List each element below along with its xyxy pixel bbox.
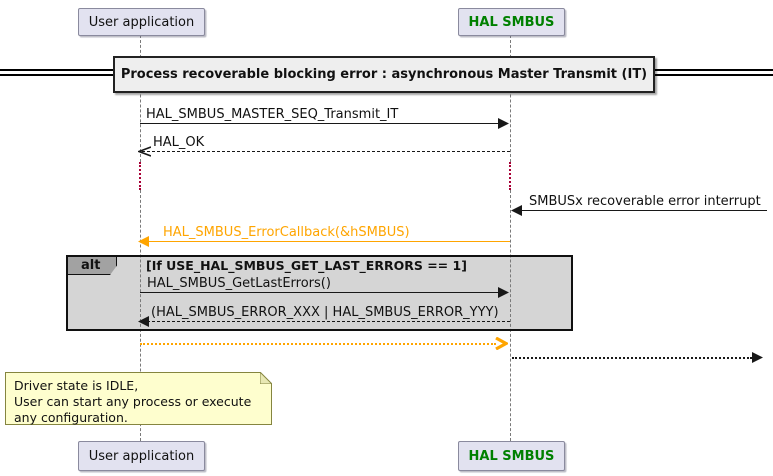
message-errors-return-line xyxy=(142,321,510,322)
message-interrupt-line xyxy=(514,210,767,211)
note-driver-state: Driver state is IDLE, User can start any… xyxy=(5,372,272,425)
message-dotted-out-line xyxy=(512,357,752,359)
participant-bottom-hal-smbus: HAL SMBUS xyxy=(458,441,565,471)
lifeline-user-application xyxy=(140,190,141,441)
note-fold-icon xyxy=(260,372,272,384)
arrowhead-right-icon xyxy=(752,352,763,363)
participant-label: HAL SMBUS xyxy=(468,448,555,464)
message-transmit-line xyxy=(140,123,506,124)
message-error-callback-label: HAL_SMBUS_ErrorCallback(&hSMBUS) xyxy=(163,225,410,240)
message-transmit-label: HAL_SMBUS_MASTER_SEQ_Transmit_IT xyxy=(146,107,399,122)
message-orange-return-line xyxy=(140,343,496,345)
message-hal-ok-label: HAL_OK xyxy=(153,135,205,150)
lifeline-hal-smbus xyxy=(510,35,511,162)
arrowhead-left-icon xyxy=(511,205,522,216)
arrowhead-left-orange-icon xyxy=(138,236,149,247)
lifeline-user-application xyxy=(140,35,141,162)
message-errors-return-label: (HAL_SMBUS_ERROR_XXX | HAL_SMBUS_ERROR_Y… xyxy=(151,305,499,320)
participant-label: User application xyxy=(88,14,195,30)
alt-condition-label: [If USE_HAL_SMBUS_GET_LAST_ERRORS == 1] xyxy=(146,258,467,273)
arrowhead-right-icon xyxy=(498,287,509,298)
note-line: any configuration. xyxy=(14,410,128,425)
message-interrupt-label: SMBUSx recoverable error interrupt xyxy=(529,194,761,209)
participant-bottom-user-application: User application xyxy=(78,441,205,471)
message-get-last-errors-label: HAL_SMBUS_GetLastErrors() xyxy=(147,276,331,291)
diagram-title: Process recoverable blocking error : asy… xyxy=(113,56,655,93)
message-get-last-errors-line xyxy=(140,292,506,293)
message-error-callback-line xyxy=(142,241,510,242)
arrowhead-right-orange-chevron-icon xyxy=(495,337,508,350)
diagram-title-text: Process recoverable blocking error : asy… xyxy=(120,67,648,82)
participant-label: HAL SMBUS xyxy=(468,14,555,30)
alt-frame-border xyxy=(66,255,573,331)
lifeline-user-application-delay xyxy=(139,162,141,190)
lifeline-hal-smbus xyxy=(510,190,511,441)
participant-top-user-application: User application xyxy=(78,8,205,36)
alt-operator-text: alt xyxy=(81,258,101,273)
participant-top-hal-smbus: HAL SMBUS xyxy=(458,8,565,36)
arrowhead-right-icon xyxy=(498,118,509,129)
arrowhead-left-open-icon xyxy=(138,146,151,157)
message-hal-ok-line xyxy=(142,151,510,152)
participant-label: User application xyxy=(88,448,195,464)
note-line: User can start any process or execute xyxy=(14,394,252,409)
note-line: Driver state is IDLE, xyxy=(14,378,139,393)
alt-operator-label: alt xyxy=(67,256,117,275)
lifeline-hal-smbus-delay xyxy=(509,162,511,190)
arrowhead-left-icon xyxy=(138,316,149,327)
